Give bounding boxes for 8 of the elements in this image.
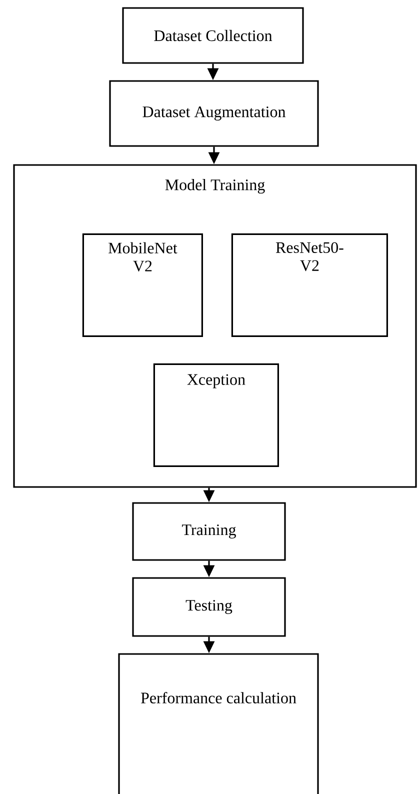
- process-box: Dataset Augmentation: [109, 80, 319, 147]
- process-box: Dataset Collection: [122, 7, 304, 64]
- model-box: MobileNet V2: [82, 233, 203, 337]
- model-box: Xception: [153, 363, 279, 467]
- model-box: ResNet50-V2: [231, 233, 388, 337]
- process-box: Testing: [132, 577, 286, 637]
- process-box: Performance calculation: [118, 653, 319, 794]
- process-box: Training: [132, 502, 286, 561]
